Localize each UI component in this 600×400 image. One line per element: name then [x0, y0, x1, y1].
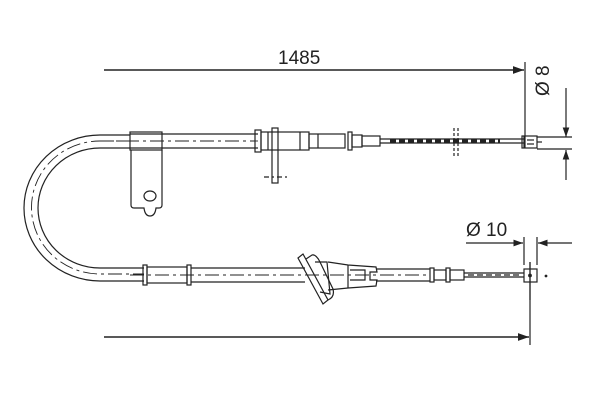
- overall-length-label: 1485: [278, 48, 321, 69]
- bottom-sheath: [130, 264, 430, 286]
- bottom-grommet: [297, 253, 378, 305]
- diameter-8-dimension: [537, 88, 572, 180]
- top-sheath: [100, 133, 258, 149]
- dimension-line-top: [104, 62, 526, 148]
- mounting-bracket: [129, 131, 163, 217]
- bottom-end-fitting: [523, 262, 548, 300]
- cable-u-bend: [23, 134, 144, 282]
- dimension-line-bottom: [104, 262, 531, 345]
- top-inner-cable: [380, 128, 525, 156]
- diameter-10-dimension: [466, 237, 572, 265]
- diameter-8-label: Ø 8: [533, 65, 554, 96]
- diameter-10-label: Ø 10: [466, 220, 508, 241]
- bottom-end-assembly: [376, 267, 524, 283]
- top-grommet-fitting: [254, 127, 381, 184]
- top-end-fitting: [521, 135, 542, 149]
